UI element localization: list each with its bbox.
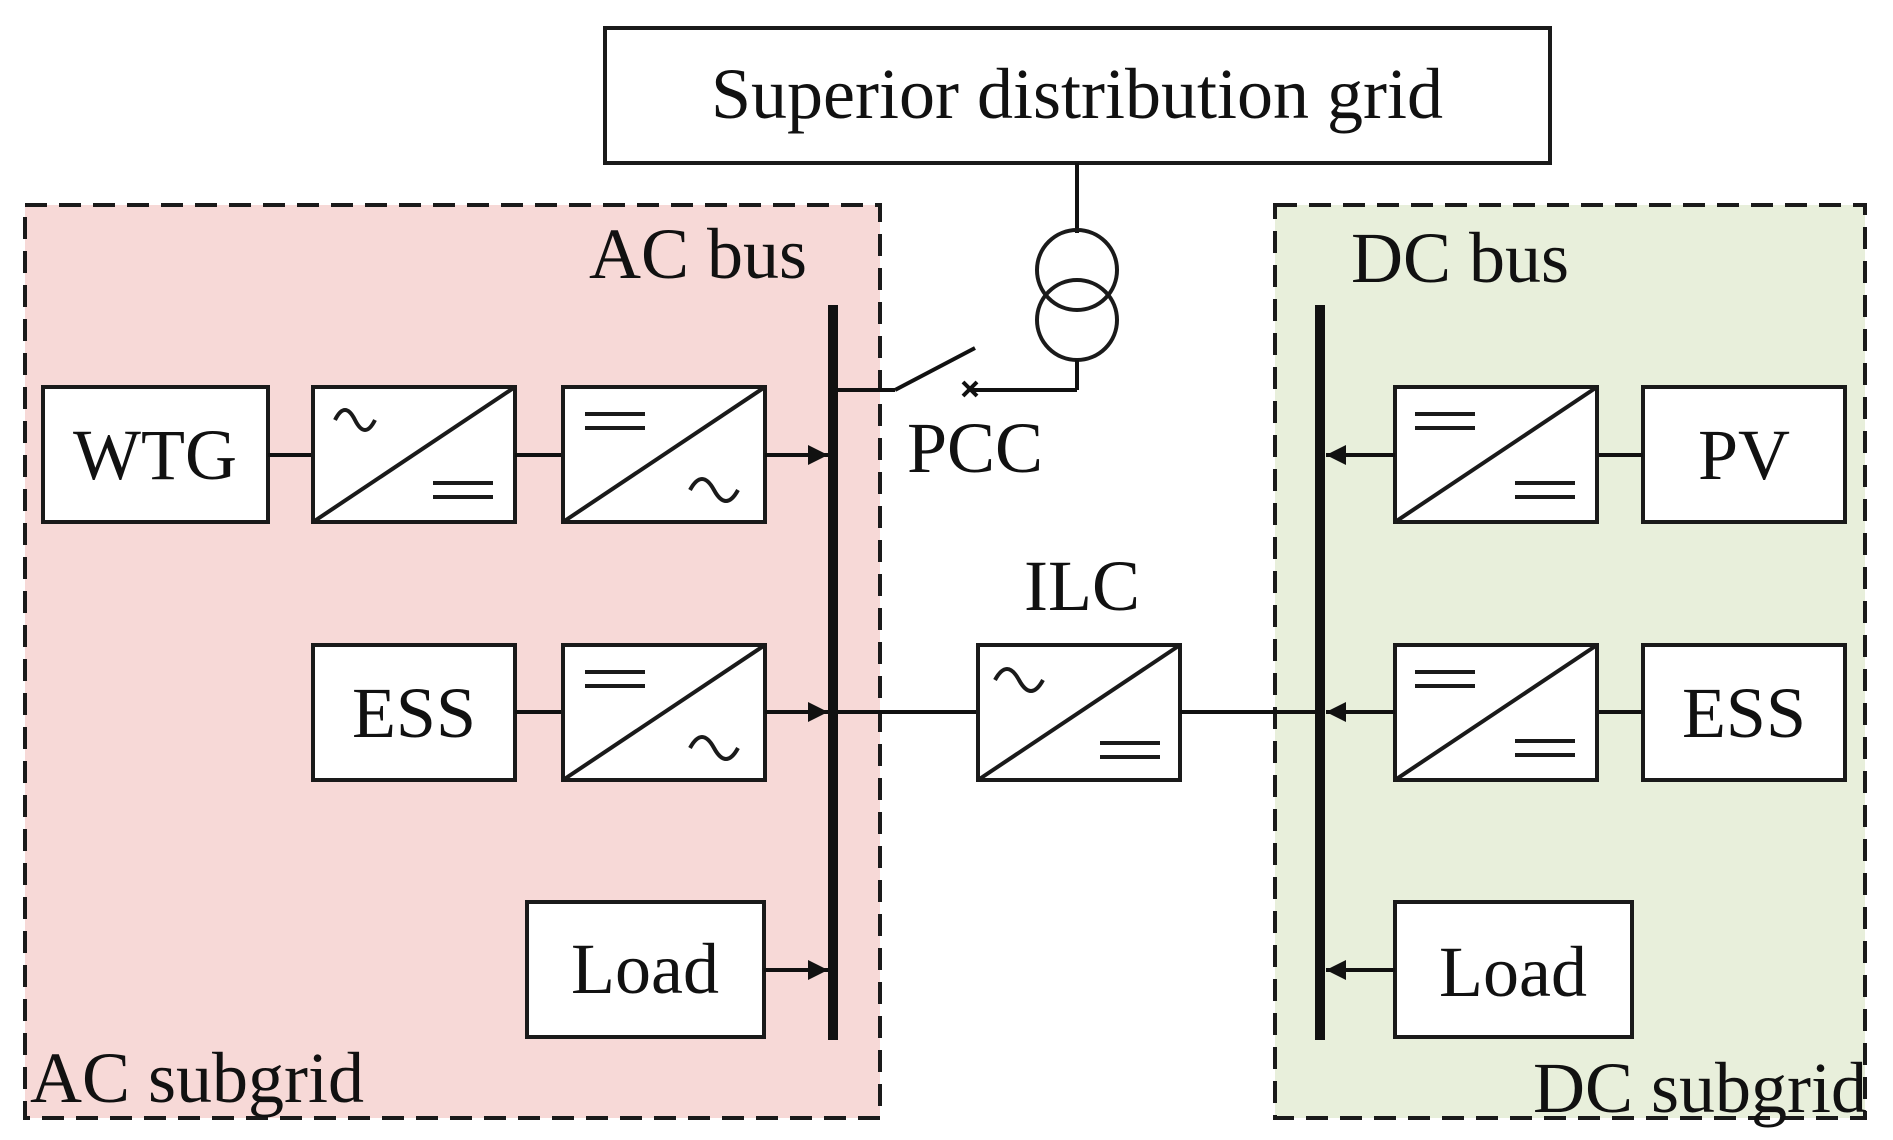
ac-load-block: Load (525, 900, 766, 1039)
dc-dc-converter-pv (1393, 385, 1599, 524)
superior-grid-label: Superior distribution grid (711, 54, 1443, 134)
dc-dc-converter-ess (1393, 643, 1599, 782)
superior-grid-block: Superior distribution grid (603, 26, 1552, 165)
breaker-switch-icon (835, 346, 979, 398)
dc-ess-block: ESS (1641, 643, 1847, 782)
wtg-block: WTG (41, 385, 270, 524)
ilc-label: ILC (1024, 546, 1140, 626)
dc-ess-label: ESS (1682, 673, 1806, 753)
ac-ess-block: ESS (311, 643, 517, 782)
pcc-label: PCC (907, 408, 1043, 488)
ilc-converter (976, 643, 1182, 782)
transformer-icon (1035, 228, 1119, 362)
pv-block: PV (1641, 385, 1847, 524)
ac-dc-converter (311, 385, 517, 524)
dc-bus-label: DC bus (1351, 218, 1569, 298)
dc-load-label: Load (1439, 932, 1587, 1012)
dc-subgrid-label: DC subgrid (1533, 1048, 1867, 1128)
dc-ac-converter-ess (561, 643, 767, 782)
ac-bus-label: AC bus (589, 214, 807, 294)
ac-subgrid-label: AC subgrid (30, 1038, 364, 1118)
pv-label: PV (1698, 415, 1790, 495)
dc-load-block: Load (1393, 900, 1634, 1039)
ac-load-label: Load (571, 929, 719, 1009)
dc-ac-converter (561, 385, 767, 524)
wtg-label: WTG (73, 415, 237, 495)
ac-ess-label: ESS (352, 673, 476, 753)
